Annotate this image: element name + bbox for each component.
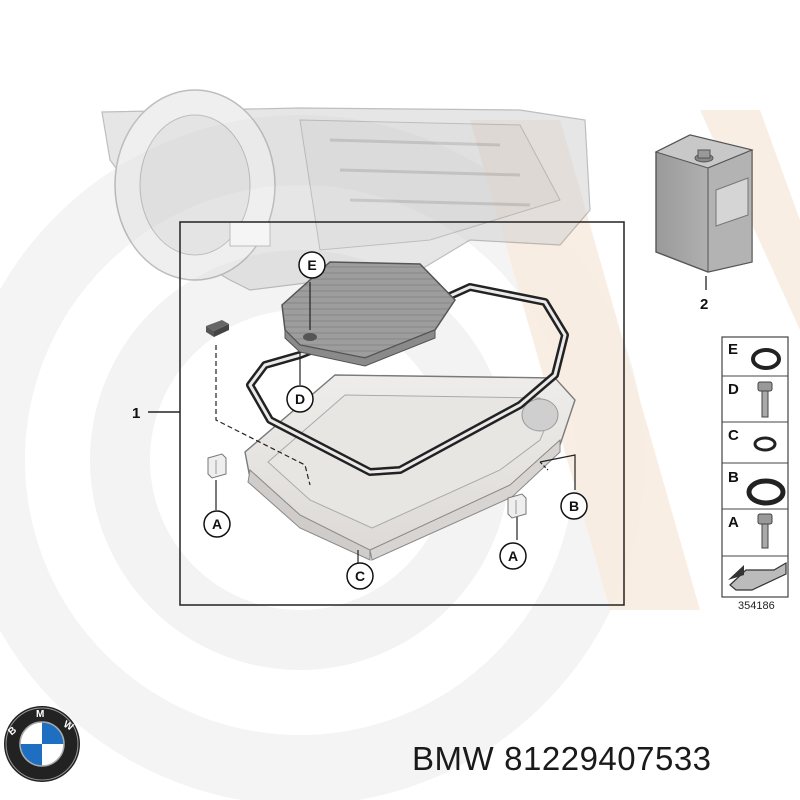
brand-name: BMW xyxy=(412,740,495,777)
diagram-id: 354186 xyxy=(738,600,775,612)
transmission-housing xyxy=(101,89,591,291)
callout-a-left: A xyxy=(203,510,231,538)
bmw-logo: B M W xyxy=(4,706,80,782)
callout-e: E xyxy=(298,251,326,279)
screw-d-icon xyxy=(757,381,773,418)
svg-text:M: M xyxy=(36,709,44,720)
spacer-sleeve-right xyxy=(507,493,527,519)
legend-row-a: A xyxy=(728,514,739,531)
legend-row-b: B xyxy=(728,469,739,486)
callout-c: C xyxy=(346,562,374,590)
legend-row-d: D xyxy=(728,381,739,398)
kit-frame xyxy=(179,221,625,606)
part-number-1: 1 xyxy=(132,405,140,422)
seal-ring-c-icon xyxy=(753,436,777,452)
bolt-a-icon xyxy=(757,513,773,549)
callout-d: D xyxy=(286,385,314,413)
arrow-icon xyxy=(728,561,787,591)
callout-b: B xyxy=(560,492,588,520)
oil-filter xyxy=(281,261,456,367)
legend-row-c: C xyxy=(728,427,739,444)
spacer-sleeve-left xyxy=(207,453,227,479)
leader-lines xyxy=(215,282,576,565)
callout-e-label: E xyxy=(307,257,316,273)
callout-a-left-label: A xyxy=(212,516,222,532)
o-ring-e-icon xyxy=(751,348,781,370)
oil-can xyxy=(654,134,754,273)
part-number: 81229407533 xyxy=(504,740,712,777)
callout-a-right-label: A xyxy=(508,548,518,564)
callout-a-right: A xyxy=(499,542,527,570)
callout-b-label: B xyxy=(569,498,579,514)
parts-legend: E D C B A xyxy=(721,336,789,598)
legend-row-e: E xyxy=(728,341,738,358)
callout-c-label: C xyxy=(355,568,365,584)
gasket-ring-b-icon xyxy=(746,478,786,506)
part-number-2: 2 xyxy=(700,296,708,313)
callout-d-label: D xyxy=(295,391,305,407)
bolt-clip-left xyxy=(206,320,229,337)
